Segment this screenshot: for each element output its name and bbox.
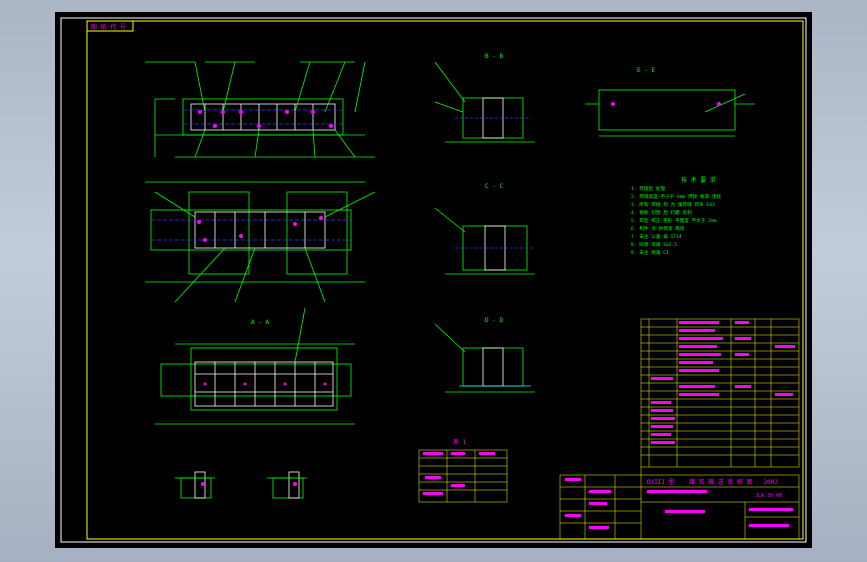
corner-tag: 图 纸 代 号 [91, 23, 126, 31]
section-label-a: A - A [251, 319, 269, 326]
tech-req-line-8: 8. 除锈 等级 Sa2.5 [631, 241, 677, 248]
tech-req-line-7: 7. 未注 公差 按 IT14 [631, 233, 682, 240]
corner-tag-box [86, 20, 134, 32]
drawing-sheet: 图 纸 代 号 [55, 12, 812, 548]
detail-hole-2 [293, 482, 297, 486]
section-label-c: C - C [485, 183, 503, 190]
plate-view: E - E [585, 67, 755, 137]
elevation-marks [198, 110, 333, 128]
inner-frame [86, 20, 804, 540]
tech-req-line-2: 2. 焊缝高度 不小于 6mm 焊接 要求 连续 [631, 193, 722, 200]
section-view-b: B - B [434, 53, 535, 143]
section-view-d: D - D [434, 317, 535, 393]
section-label-e: E - E [637, 67, 655, 74]
tech-req-line-9: 9. 未注 倒角 C1 [631, 249, 669, 256]
plate-hole-2 [717, 102, 721, 106]
section-label-b: B - B [485, 53, 503, 60]
plan-view [145, 181, 376, 303]
title-block-marks [565, 478, 793, 529]
detail-views [175, 471, 307, 499]
parts-list-text [651, 321, 795, 444]
parts-list [640, 318, 800, 468]
tech-req-line-4: 4. 钢板 切割 后 打磨 毛刺 [631, 209, 692, 216]
title-drawing-no: JLX-30-00 [755, 493, 782, 499]
detail-hole-1 [201, 482, 205, 486]
tech-req-line-1: 1. 焊接后 处理 [631, 185, 665, 192]
title-project: 煤 炭 输 送 系 统 图 - 2002 [689, 478, 778, 486]
table-title: 表 1 [453, 438, 467, 446]
title-block [559, 467, 800, 540]
title-school: DXIII 型 [647, 478, 675, 486]
elevation-view [145, 61, 375, 158]
section-label-d: D - D [485, 317, 503, 324]
outer-frame [60, 17, 807, 543]
material-table [418, 449, 508, 503]
material-table-marks [423, 452, 495, 495]
cad-drawing: 图 纸 代 号 [60, 17, 807, 543]
tech-req-line-6: 6. 构件 涂 防锈漆 两道 [631, 225, 685, 232]
plan-marks [197, 216, 323, 242]
section-view-a: A - A [155, 307, 355, 425]
section-view-c: C - C [434, 183, 535, 275]
tech-req-title: 技 术 要 求 [681, 176, 716, 184]
section-a-marks [203, 382, 327, 386]
tech-requirements: 技 术 要 求 1. 焊接后 处理 2. 焊缝高度 不小于 6mm 焊接 要求 … [631, 176, 722, 256]
tech-req-line-5: 5. 焊后 校正 变形 平面度 不大于 2mm [631, 217, 717, 224]
plate-hole-1 [611, 102, 615, 106]
tech-req-line-3: 3. 所有 焊缝 均 为 角焊缝 焊条 E43 [631, 201, 715, 208]
